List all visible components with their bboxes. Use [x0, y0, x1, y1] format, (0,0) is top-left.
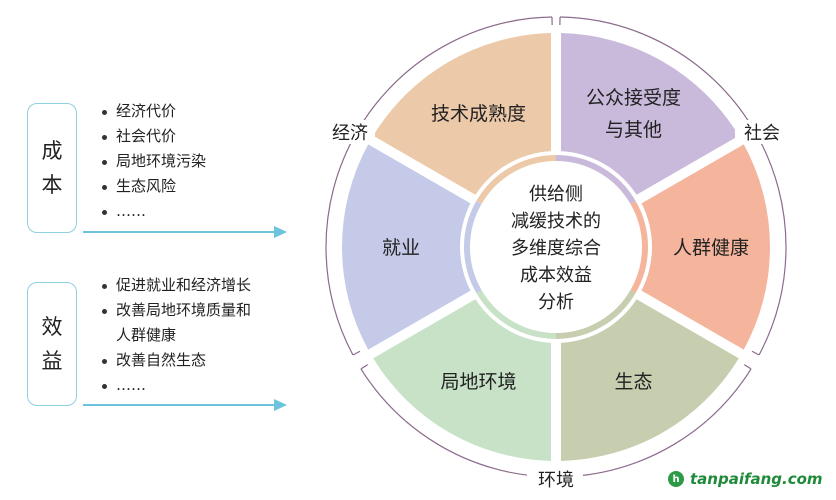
label-bg	[735, 120, 787, 144]
environment-arc-tick	[360, 364, 369, 370]
cost-label-box: 成 本	[27, 103, 77, 233]
watermark-logo-icon: h	[668, 471, 684, 487]
wheel-segment	[641, 144, 770, 350]
economy-label: 经济	[332, 123, 368, 144]
segment-label: 与其他	[605, 119, 662, 141]
list-item: 经济代价	[100, 99, 206, 124]
economy-arc-tick	[352, 350, 361, 356]
list-item: ……	[100, 199, 206, 224]
list-item: 人群健康	[116, 326, 177, 344]
center-title: 多维度综合	[511, 238, 601, 259]
wheel-segment	[373, 299, 552, 461]
society-label: 社会	[744, 123, 780, 144]
segment-label: 技术成熟度	[431, 103, 526, 125]
segment-label: 就业	[382, 237, 420, 259]
list-item: 改善自然生态	[100, 348, 251, 373]
cost-arrow	[83, 226, 287, 238]
list-item: 局地环境污染	[100, 149, 206, 174]
center-title: 减缓技术的	[511, 211, 601, 232]
benefit-label-char: 益	[41, 349, 63, 373]
list-item: 生态风险	[100, 174, 206, 199]
watermark-text: tanpaifang.com	[690, 470, 823, 488]
benefit-label-box: 效 益	[27, 282, 77, 406]
inner-ring-arc	[476, 155, 557, 205]
inner-ring-arc	[630, 201, 648, 293]
segment-label: 公众接受度	[586, 87, 681, 109]
inner-ring-arc	[555, 289, 636, 339]
environment-label: 环境	[538, 470, 574, 491]
wheel-segment	[560, 299, 739, 461]
segment-label: 局地环境	[440, 371, 516, 393]
center-title: 成本效益	[520, 265, 592, 286]
list-item: 社会代价	[100, 124, 206, 149]
list-item: 促进就业和经济增长	[100, 273, 251, 298]
list-item: ……	[100, 373, 251, 398]
inner-ring-arc	[476, 289, 557, 339]
segment-label: 人群健康	[673, 237, 749, 259]
watermark: h tanpaifang.com	[668, 470, 823, 488]
cost-label-char: 成	[41, 139, 63, 163]
wheel-segment	[373, 33, 552, 195]
environment-arc-tick	[743, 364, 752, 370]
label-bg	[323, 120, 375, 144]
list-item: 改善局地环境质量和	[100, 298, 251, 323]
cost-list: 经济代价 社会代价 局地环境污染 生态风险 ……	[100, 99, 206, 224]
wheel-segment	[341, 144, 471, 350]
benefit-arrow	[83, 399, 287, 411]
inner-ring-arc	[555, 155, 636, 205]
wheel-segment	[560, 33, 739, 195]
center-title: 分析	[538, 292, 574, 313]
benefit-list: 促进就业和经济增长 改善局地环境质量和 人群健康 改善自然生态 ……	[100, 273, 251, 398]
center-title: 供给侧	[529, 184, 583, 205]
cost-label-char: 本	[41, 173, 63, 197]
segment-label: 生态	[614, 371, 652, 393]
inner-ring-arc	[464, 201, 482, 293]
label-bg	[527, 466, 583, 492]
society-arc-tick	[751, 350, 760, 356]
center-circle	[472, 163, 640, 331]
benefit-label-char: 效	[41, 315, 63, 339]
